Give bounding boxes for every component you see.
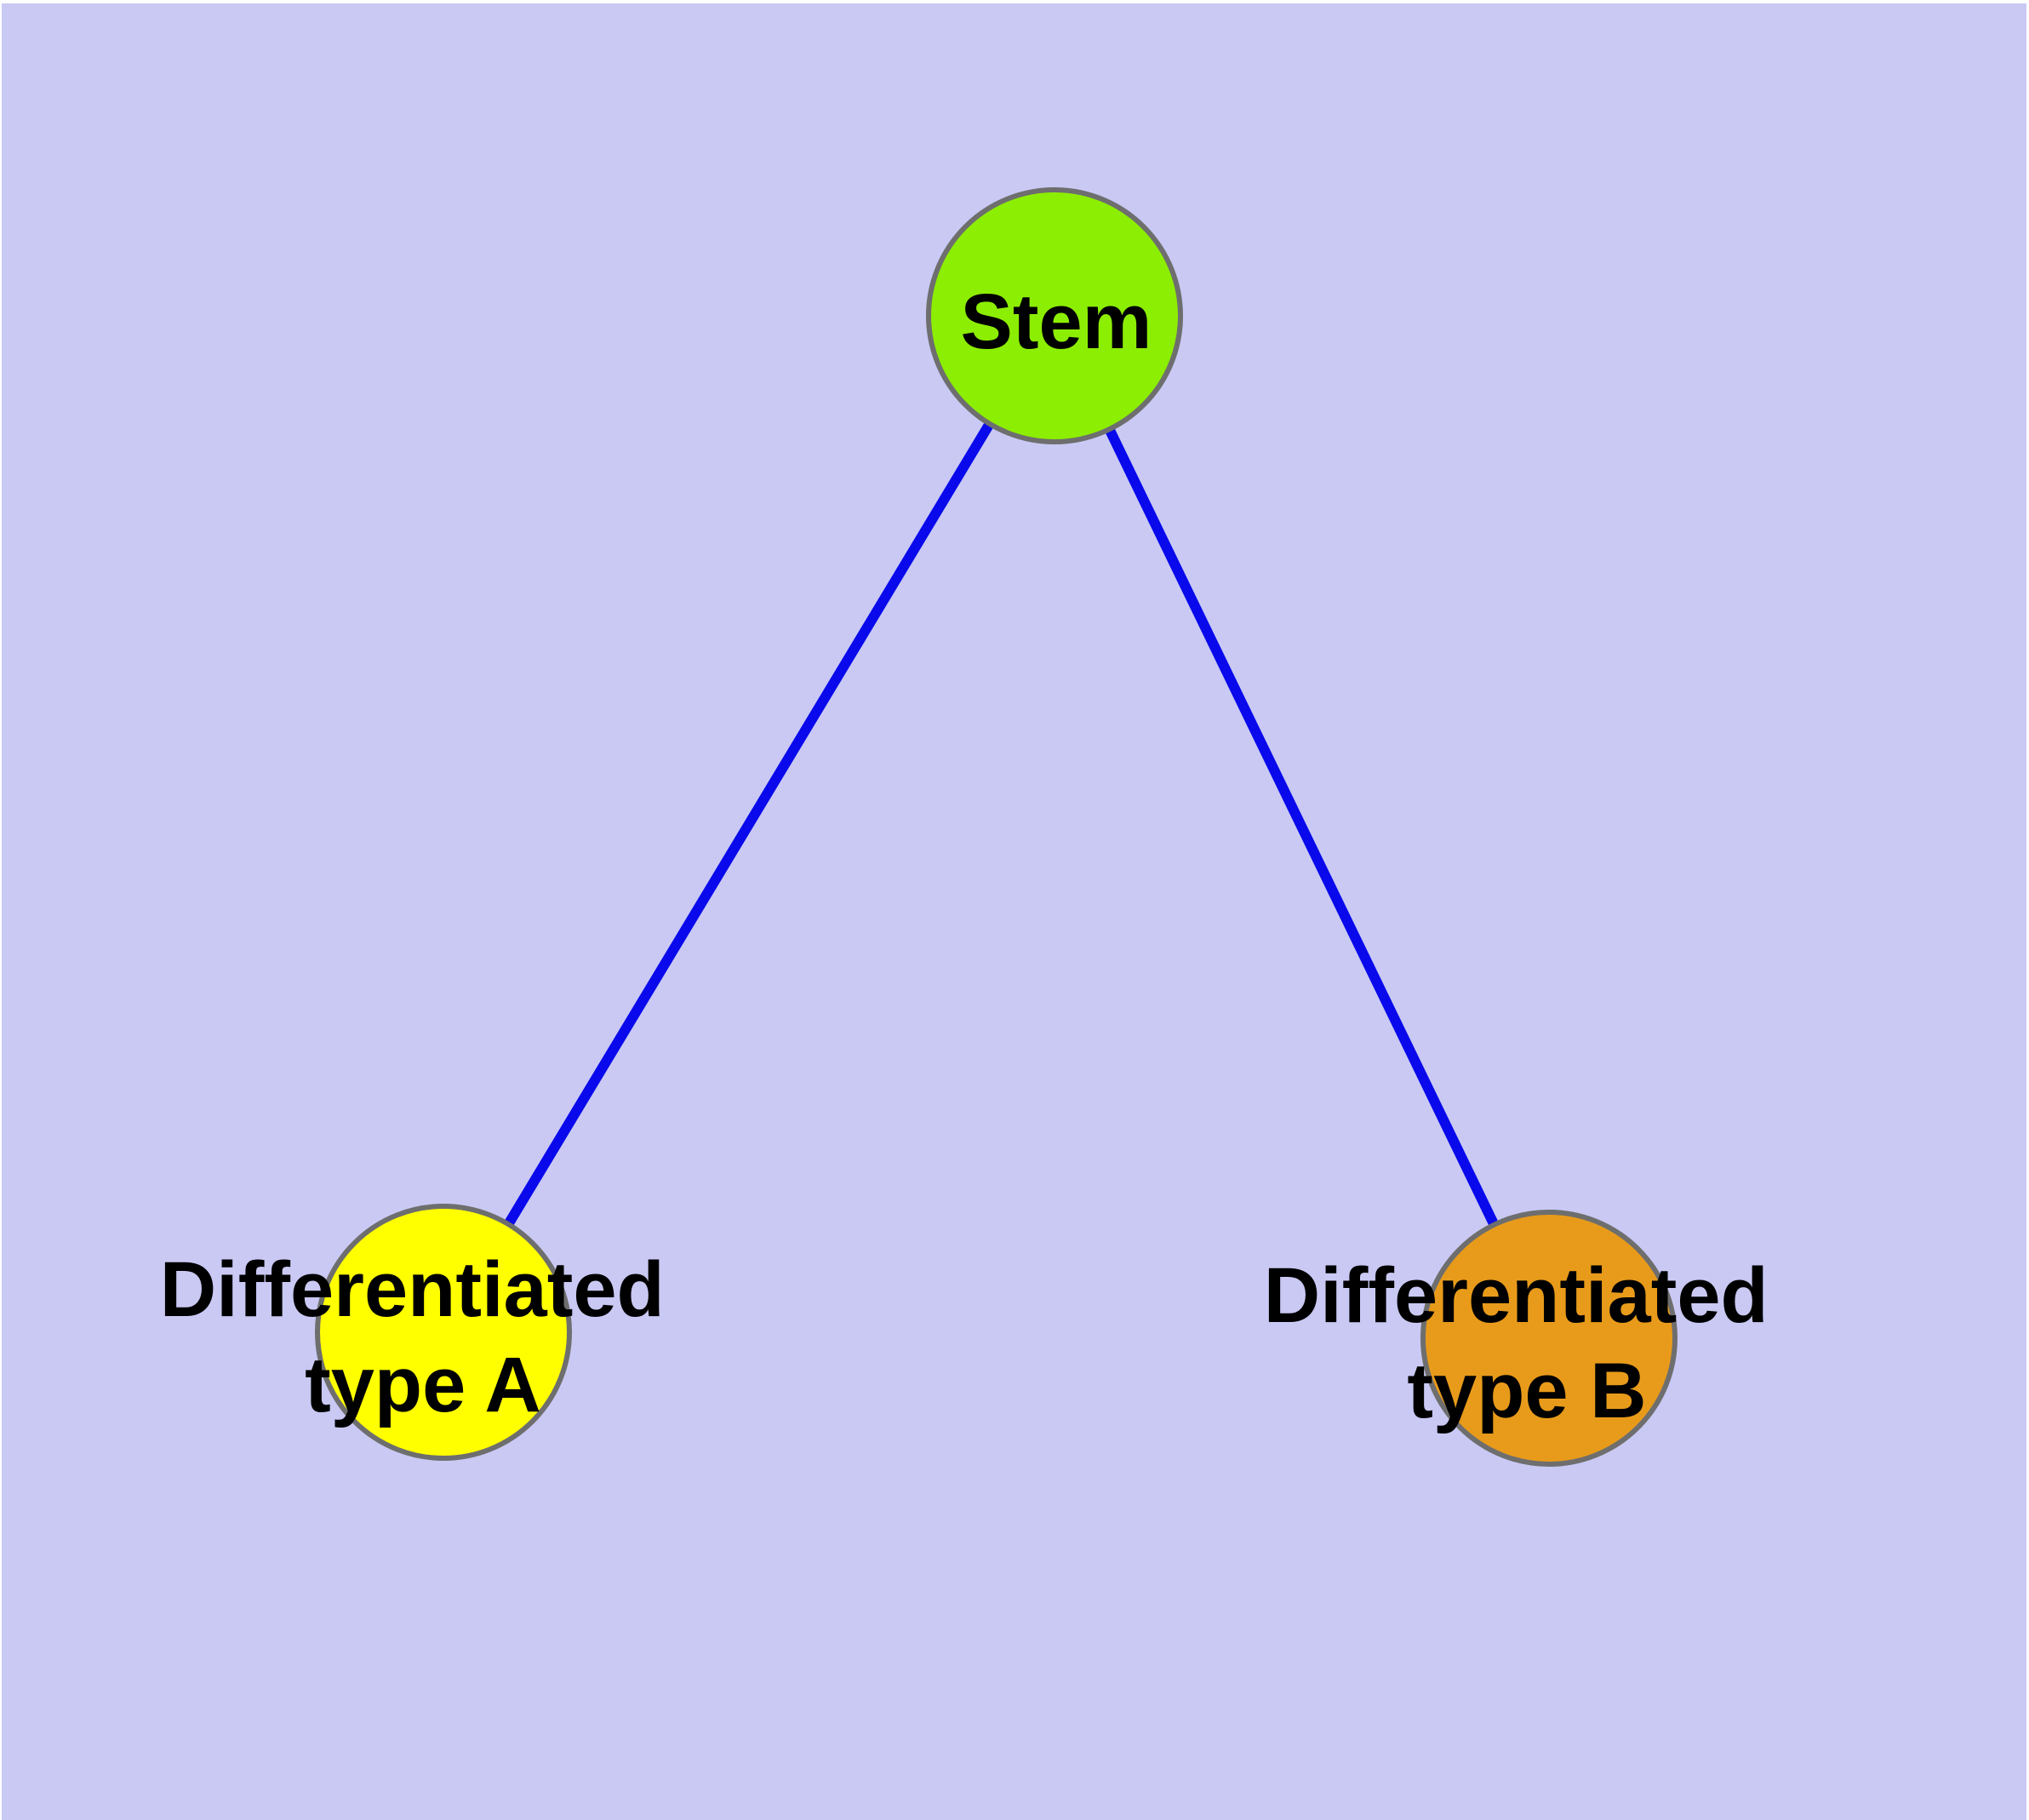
node-type-a-label-line2: type A [305, 1342, 541, 1428]
node-stem-label: Stem [961, 278, 1152, 365]
node-type-a-circle [315, 1204, 572, 1461]
node-type-b: Differentiated type B [1264, 1210, 1791, 1467]
node-type-b-label-line1: Differentiated [1264, 1252, 1769, 1339]
edge-stem-to-type-a [438, 312, 1060, 1336]
node-type-a-label: Differentiated type A [160, 1246, 687, 1428]
node-stem-circle [926, 187, 1183, 444]
node-type-b-circle [1420, 1210, 1677, 1467]
edge-stem-to-type-b [1049, 313, 1554, 1341]
node-type-a: Differentiated type A [160, 1204, 687, 1461]
node-type-b-label-line2: type B [1407, 1348, 1646, 1434]
edge-group [438, 312, 1554, 1341]
node-type-a-label-line1: Differentiated [160, 1246, 665, 1333]
node-type-b-label: Differentiated type B [1264, 1252, 1791, 1434]
node-stem: Stem [926, 187, 1183, 444]
